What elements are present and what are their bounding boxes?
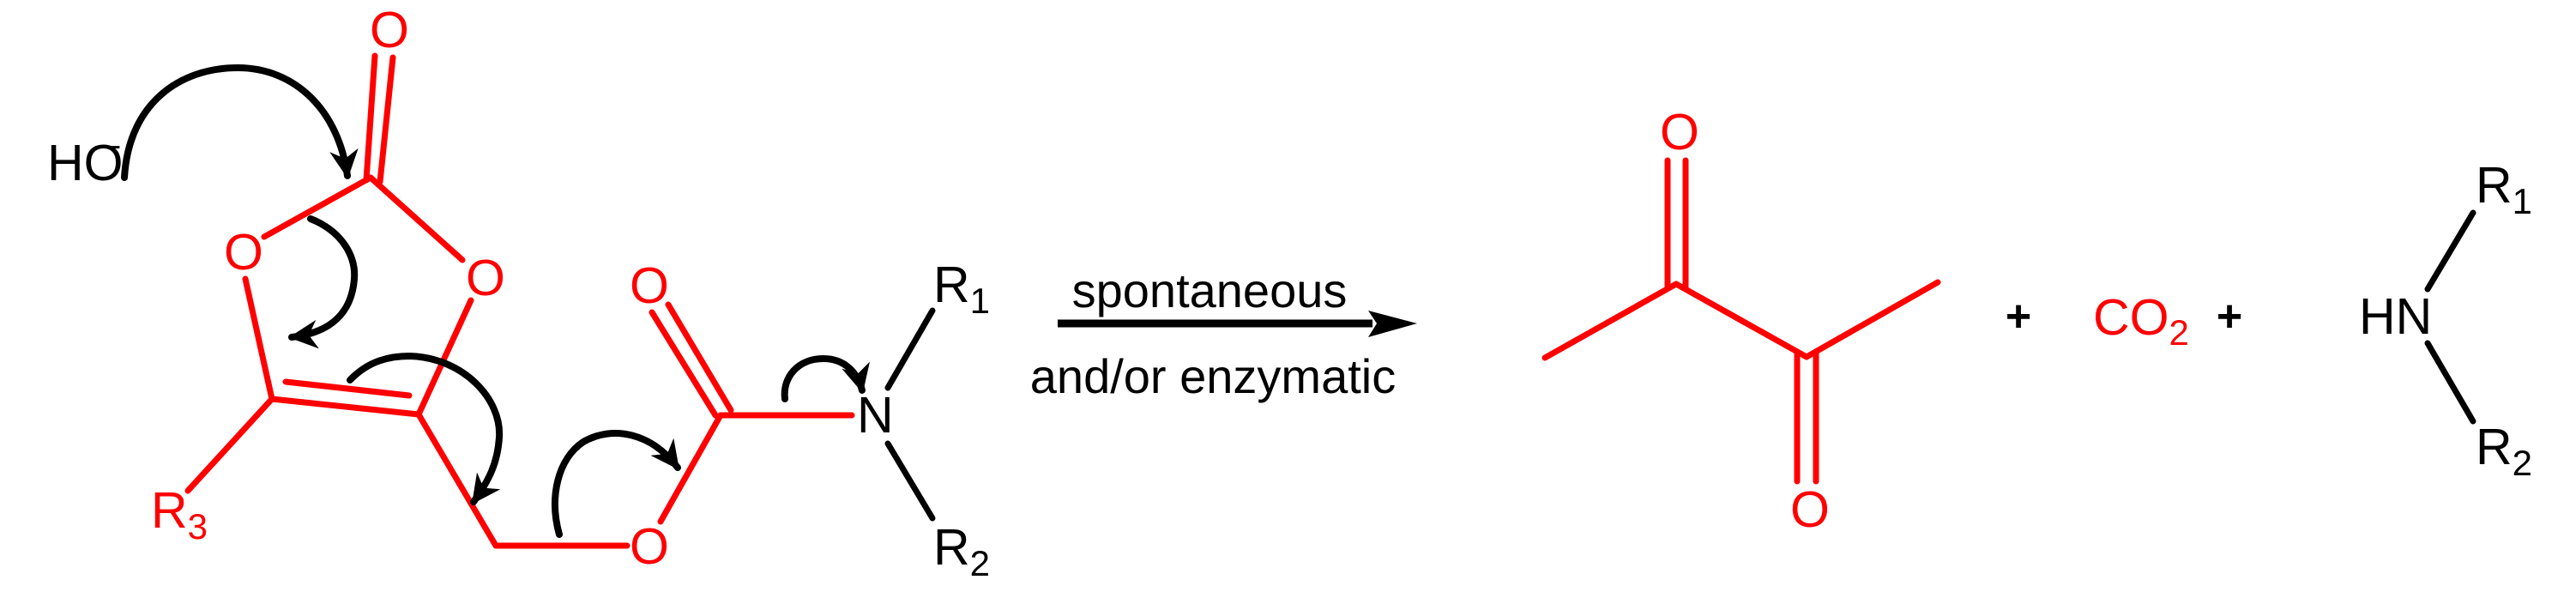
diketone-oxygen-bottom: O	[1790, 481, 1830, 538]
bond-oright-c5	[415, 297, 474, 418]
curved-arrow-decarboxylation-icon	[781, 354, 870, 402]
bond-n-r1	[884, 307, 936, 391]
bond-c2-c3	[1673, 281, 1810, 360]
reaction-arrow-head-icon	[1368, 311, 1417, 337]
amine-hn-label: HN	[2359, 288, 2432, 345]
alkene-bond-outer	[268, 396, 422, 418]
carbamate-co-bond-1	[649, 309, 719, 419]
bond-o-carbamate-c	[657, 412, 724, 525]
bond-oleft-c4	[242, 275, 275, 402]
ester-oxygen: O	[630, 518, 669, 575]
carbonyl-bond-2	[377, 54, 396, 185]
amine-bond-n-r2	[2424, 340, 2476, 425]
cyclic-carbonate-ring: O O O R3	[151, 2, 630, 549]
carbonyl-bond-1	[363, 52, 378, 184]
product-secondary-amine: HN R1 R2	[2359, 157, 2532, 483]
nitrogen-label: N	[857, 387, 894, 444]
curved-arrow-alkene-shift-icon	[347, 352, 504, 505]
carbamate-co-bond-2	[665, 301, 734, 414]
curved-arrow-ring-opening-icon	[288, 215, 359, 349]
bond-c-oleft	[261, 174, 374, 240]
diketone-oxygen-top: O	[1660, 104, 1699, 160]
amine-group: N R1 R2	[857, 257, 990, 583]
alkene-bond-inner	[282, 378, 413, 399]
amine-substituent-r2: R2	[2476, 419, 2532, 483]
substituent-r2: R2	[933, 519, 990, 583]
hydroxide-charge: −	[101, 129, 121, 166]
bond-c3-ch3	[1803, 279, 1941, 360]
condition-below: and/or enzymatic	[1030, 349, 1396, 403]
bond-c-oright	[367, 174, 466, 263]
hydroxide-label: HO	[47, 135, 124, 191]
carbon-dioxide: CO2	[2093, 289, 2189, 353]
product-diketone: O O	[1541, 104, 1941, 538]
substituent-r1: R1	[933, 257, 990, 321]
curved-arrow-hydroxide-attack-icon	[121, 63, 359, 181]
carbonyl-oxygen: O	[370, 2, 409, 58]
reaction-arrow: spontaneous and/or enzymatic	[1030, 263, 1417, 403]
carbamate-carbonyl-oxygen: O	[630, 257, 669, 314]
bond-c4-r3	[184, 396, 275, 494]
substituent-r3: R3	[151, 482, 208, 547]
mechanism-arrows	[121, 63, 870, 538]
carbamate-group: O O	[630, 257, 855, 575]
bond-ch3-c2	[1541, 281, 1680, 361]
curved-arrow-carbamate-release-icon	[552, 430, 681, 538]
ring-oxygen-left: O	[224, 224, 263, 281]
plus-sign-1: +	[2006, 292, 2031, 341]
bond-c5-ch2	[415, 411, 499, 549]
plus-sign-2: +	[2217, 292, 2242, 341]
amine-substituent-r1: R1	[2476, 157, 2532, 221]
condition-above: spontaneous	[1072, 263, 1348, 317]
bond-n-r2	[884, 440, 936, 522]
reactant-molecule: HO − O O O R3	[47, 2, 990, 583]
ring-oxygen-right: O	[466, 250, 505, 306]
amine-bond-n-r1	[2424, 209, 2476, 293]
